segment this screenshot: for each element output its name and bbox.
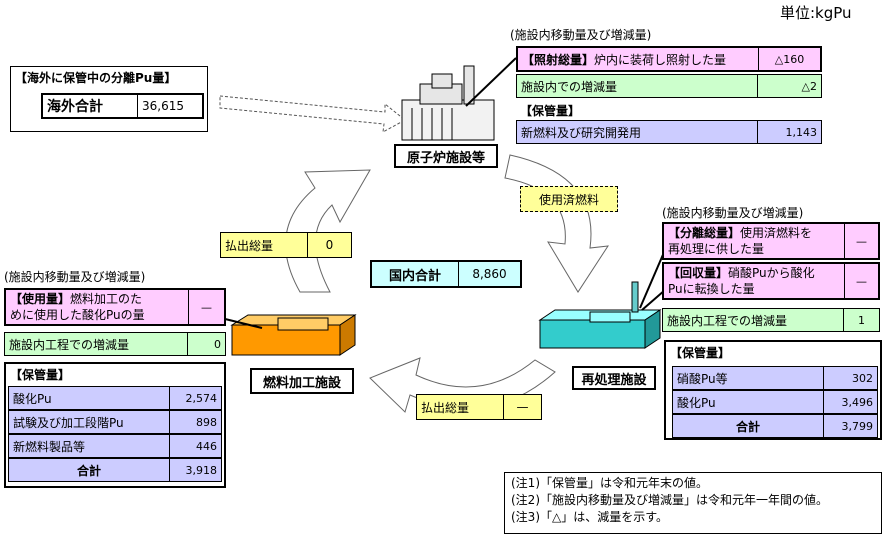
fabrication-item-label: 新燃料製品等	[13, 439, 86, 454]
reactor-storage-title: 【保管量】	[520, 104, 581, 118]
overseas-dashed-arrow	[219, 95, 406, 133]
fabrication-used-bold: 【使用量】	[10, 292, 71, 306]
reprocessing-facility-label: 再処理施設	[572, 366, 656, 390]
reactor-irradiated-label: 炉内に装荷し照射した量	[594, 52, 727, 67]
reactor-storage-label: 新燃料及び研究開発用	[521, 125, 642, 140]
reactor-irradiated-bold: 【照射総量】	[522, 52, 595, 67]
fabrication-item-label: 酸化Pu	[13, 391, 52, 406]
reprocessing-out-label: 払出総量	[417, 395, 503, 419]
reprocessing-storage-item: 硝酸Pu等 302	[672, 366, 878, 390]
fabrication-storage-panel: 【保管量】 酸化Pu 2,574 試験及び加工段階Pu 898 新燃料製品等 4…	[4, 362, 226, 488]
note-line: (注1)「保管量」は令和元年末の値。	[511, 476, 708, 490]
reprocessing-recovered-row: 【回収量】硝酸Puから酸化 Puに転換した量 —	[662, 262, 880, 300]
fabrication-item-label: 試験及び加工段階Pu	[13, 415, 124, 430]
reprocessing-movement-title: (施設内移動量及び増減量)	[662, 206, 804, 220]
reprocessing-item-value: 3,496	[823, 391, 877, 413]
reprocessing-recovered-value: —	[844, 264, 878, 298]
reprocessing-separated-bold: 【分離総量】	[668, 226, 741, 240]
overseas-panel: 【海外に保管中の分離Pu量】 海外合計 36,615	[10, 66, 208, 132]
reprocessing-recovered-line1: 硝酸Puから酸化	[728, 266, 815, 280]
fabrication-process-label: 施設内工程での増減量	[9, 337, 130, 352]
overseas-total-value: 36,615	[137, 95, 202, 117]
note-line: (注3)「△」は、減量を示す。	[511, 510, 669, 524]
fabrication-total-value: 3,918	[169, 459, 221, 481]
reprocessing-storage-title: 【保管量】	[670, 346, 731, 360]
fabrication-building-icon	[230, 314, 357, 356]
arrow-fabrication-to-reactor	[285, 169, 371, 293]
fabrication-facility-label: 燃料加工施設	[250, 368, 354, 394]
reprocessing-separated-line1: 使用済燃料を	[740, 226, 813, 240]
fabrication-movement-title: (施設内移動量及び増減量)	[4, 270, 146, 284]
fabrication-name: 燃料加工施設	[262, 375, 341, 391]
reprocessing-item-label: 酸化Pu	[677, 395, 716, 410]
fabrication-used-row: 【使用量】燃料加工のた めに使用した酸化Puの量 —	[4, 288, 226, 326]
reprocessing-total-value: 3,799	[823, 415, 877, 437]
reprocessing-storage-total: 合計 3,799	[672, 414, 878, 438]
fabrication-item-value: 2,574	[169, 387, 221, 409]
reprocessing-total-label: 合計	[735, 419, 760, 434]
fabrication-storage-item: 新燃料製品等 446	[8, 434, 222, 458]
notes-panel: (注1)「保管量」は令和元年末の値。 (注2)「施設内移動量及び増減量」は令和元…	[504, 472, 882, 534]
fabrication-out-value: 0	[307, 233, 351, 257]
reprocessing-process-label: 施設内工程での増減量	[667, 313, 788, 328]
domestic-total-row: 国内合計 8,860	[370, 260, 522, 288]
reprocessing-storage-item: 酸化Pu 3,496	[672, 390, 878, 414]
reactor-storage-value: 1,143	[757, 121, 821, 143]
reactor-facility-label: 原子炉施設等	[394, 144, 498, 168]
fabrication-item-value: 446	[169, 435, 221, 457]
reprocessing-name: 再処理施設	[581, 372, 647, 388]
fabrication-used-value: —	[188, 290, 224, 324]
reactor-storage-row: 新燃料及び研究開発用 1,143	[516, 120, 822, 144]
spent-fuel-label: 使用済燃料	[520, 186, 618, 212]
reprocessing-recovered-bold: 【回収量】	[668, 266, 729, 280]
fabrication-storage-total: 合計 3,918	[8, 458, 222, 482]
reprocessing-process-row: 施設内工程での増減量 1	[662, 308, 880, 332]
reactor-irradiated-value: △160	[758, 48, 820, 70]
fabrication-storage-item: 試験及び加工段階Pu 898	[8, 410, 222, 434]
reprocessing-out-value: —	[503, 395, 541, 419]
fabrication-out-label: 払出総量	[221, 233, 307, 257]
note-line: (注2)「施設内移動量及び増減量」は令和元年一年間の値。	[511, 493, 829, 507]
fabrication-process-value: 0	[187, 333, 225, 355]
reprocessing-item-label: 硝酸Pu等	[677, 371, 728, 386]
reprocessing-separated-row: 【分離総量】使用済燃料を 再処理に供した量 —	[662, 222, 880, 260]
reprocessing-process-value: 1	[843, 309, 879, 331]
fabrication-out-row: 払出総量 0	[220, 232, 352, 258]
reactor-change-value: △2	[757, 75, 821, 97]
reprocessing-separated-value: —	[844, 224, 878, 258]
spent-fuel-text: 使用済燃料	[538, 192, 599, 207]
reactor-change-row: 施設内での増減量 △2	[516, 74, 822, 98]
reactor-name: 原子炉施設等	[406, 150, 485, 166]
reactor-change-label: 施設内での増減量	[521, 79, 618, 94]
reprocessing-separated-line2: 再処理に供した量	[668, 242, 765, 256]
fabrication-item-value: 898	[169, 411, 221, 433]
fabrication-used-line2: めに使用した酸化Puの量	[10, 308, 145, 322]
fabrication-process-row: 施設内工程での増減量 0	[4, 332, 226, 356]
reprocessing-building-icon	[538, 281, 662, 349]
fabrication-storage-title: 【保管量】	[10, 368, 71, 382]
overseas-total-label: 海外合計	[47, 99, 103, 115]
fabrication-used-line1: 燃料加工のた	[70, 292, 143, 306]
unit-label: 単位:kgPu	[780, 4, 852, 22]
reprocessing-recovered-line2: Puに転換した量	[668, 282, 755, 296]
reprocessing-item-value: 302	[823, 367, 877, 389]
domestic-total-value: 8,860	[458, 262, 520, 286]
overseas-heading: 【海外に保管中の分離Pu量】	[15, 71, 177, 85]
reactor-movement-title: (施設内移動量及び増減量)	[510, 28, 652, 42]
domestic-total-label: 国内合計	[372, 262, 458, 286]
reprocessing-out-row: 払出総量 —	[416, 394, 542, 420]
reactor-building-icon	[401, 65, 495, 141]
reprocessing-storage-panel: 【保管量】 硝酸Pu等 302 酸化Pu 3,496 合計 3,799	[664, 340, 882, 440]
reactor-irradiated-row: 【照射総量】炉内に装荷し照射した量 △160	[516, 46, 822, 72]
fabrication-total-label: 合計	[76, 463, 101, 478]
fabrication-storage-item: 酸化Pu 2,574	[8, 386, 222, 410]
